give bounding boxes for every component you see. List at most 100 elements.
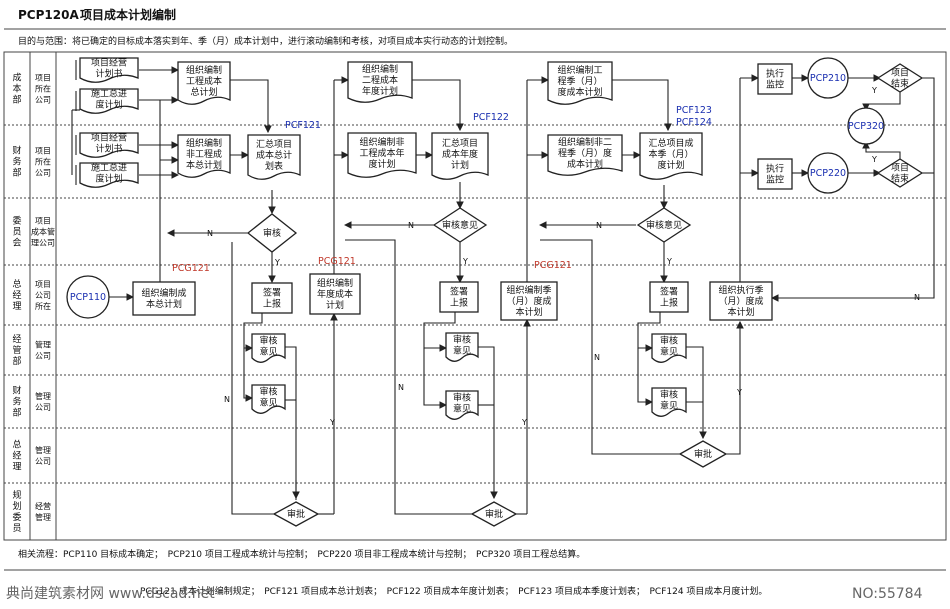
pcp110-node: PCP110: [66, 275, 110, 319]
lane-sublabel: 项目: [35, 74, 51, 83]
op-1-text: 意见: [259, 346, 277, 358]
end-2-shape: [876, 158, 924, 188]
doc-progress-1-text: 度计划: [95, 99, 122, 111]
org-quarter-text: 组织编制季: [506, 284, 551, 296]
pcp210-text: PCP210: [810, 73, 846, 84]
review-3-shape: [636, 207, 692, 243]
noneng-total-text: 本总计划: [186, 159, 222, 171]
sign-3-text: 签署: [660, 286, 678, 298]
lane-label-char: 员: [12, 523, 21, 534]
lane-label-char: 经: [12, 289, 21, 301]
doc-progress-2-shape: [79, 162, 139, 188]
doc-progress-2-text: 施工总进: [91, 162, 127, 174]
review-3-text: 审核意见: [646, 219, 682, 231]
sum-quarter-shape: [639, 132, 703, 180]
lane-label-char: 部: [12, 355, 21, 367]
fin-2-node: 审核意见: [445, 390, 479, 420]
sign-2-text: 签署: [450, 286, 468, 298]
eng-total-text: 工程成本: [186, 75, 222, 87]
edge-label-yes: Y: [274, 258, 280, 267]
noneng-quarter-text: 成本计划: [567, 158, 603, 170]
lane-sublabel: 项目: [35, 280, 51, 289]
doc-pm-plan-1-text: 项目经营: [91, 57, 127, 69]
approve-3-shape: [678, 440, 728, 468]
pcp110-shape: [66, 275, 110, 319]
pcp320-shape: [847, 107, 885, 145]
fin-1-shape: [251, 384, 286, 414]
lane-label-char: 划: [12, 500, 21, 512]
edge-label-yes: Y: [736, 388, 742, 397]
eng-quarter-text: 程季（月）: [557, 75, 602, 87]
edge-label-no: N: [224, 395, 230, 404]
lane-label-char: 部: [12, 407, 21, 419]
org-quarter-shape: [500, 281, 558, 321]
sum-quarter-text: 本季（月）: [648, 148, 693, 160]
watermark-number: NO:55784: [852, 586, 923, 602]
op-1-shape: [251, 333, 286, 363]
pcp110-text: PCP110: [70, 292, 106, 303]
op-3-text: 意见: [660, 346, 678, 358]
review-1-shape: [246, 213, 298, 253]
org-exec-text: （月）度成: [718, 295, 763, 307]
op-2-shape: [445, 332, 479, 362]
org-quarter-text: 本计划: [515, 306, 542, 318]
lane-sublabel: 所在: [35, 157, 51, 167]
form-code-pcf121: PCF121: [285, 120, 321, 131]
lane-label-char: 理: [12, 462, 21, 473]
lane-label-char: 总: [12, 439, 21, 451]
op-2-node: 审核意见: [445, 332, 479, 362]
lane-label-char: 成: [12, 72, 21, 84]
op-2-text: 审核: [453, 334, 471, 346]
lane-label-char: 规: [12, 490, 21, 501]
lane-sublabel: 公司: [35, 457, 51, 466]
approve-2-text: 审批: [485, 508, 503, 520]
exec-2-shape: [757, 158, 793, 190]
lane-sublabel: 项目: [35, 217, 51, 226]
op-3-shape: [651, 333, 687, 363]
pcp210-shape: [807, 57, 849, 99]
review-1-node: 审核: [246, 213, 298, 253]
fin-1-node: 审核意见: [251, 384, 286, 414]
lane-label-char: 财: [12, 385, 21, 397]
lane-label-char: 本: [12, 83, 21, 95]
noneng-annual-text: 工程成本年: [359, 147, 404, 159]
sign-2-shape: [439, 281, 479, 313]
org-annual-text: 计划: [326, 299, 344, 311]
lane-label-char: 部: [12, 167, 21, 179]
lane-label-char: 委: [12, 511, 21, 523]
form-code-pcg121-b: PCG121: [318, 256, 356, 267]
doc-pm-plan-1-text: 计划书: [95, 68, 122, 80]
edge-label-yes: Y: [329, 418, 335, 427]
approve-2-shape: [470, 501, 518, 527]
edge-label-no: N: [914, 293, 920, 302]
lane-sublabel: 管理: [35, 391, 51, 401]
lane-label-char: 经: [12, 333, 21, 345]
lane-sublabel: 管理: [35, 445, 51, 455]
review-2-node: 审核意见: [432, 207, 488, 243]
org-total-shape: [132, 281, 196, 316]
form-code-pcf124: PCF124: [676, 117, 712, 128]
lane-sublabel: 公司: [35, 291, 51, 300]
op-1-node: 审核意见: [251, 333, 286, 363]
org-annual-shape: [309, 273, 361, 315]
sign-1-text: 签署: [263, 287, 281, 299]
lane-sublabel: 管理: [35, 340, 51, 350]
lane-label-char: 部: [12, 94, 21, 106]
